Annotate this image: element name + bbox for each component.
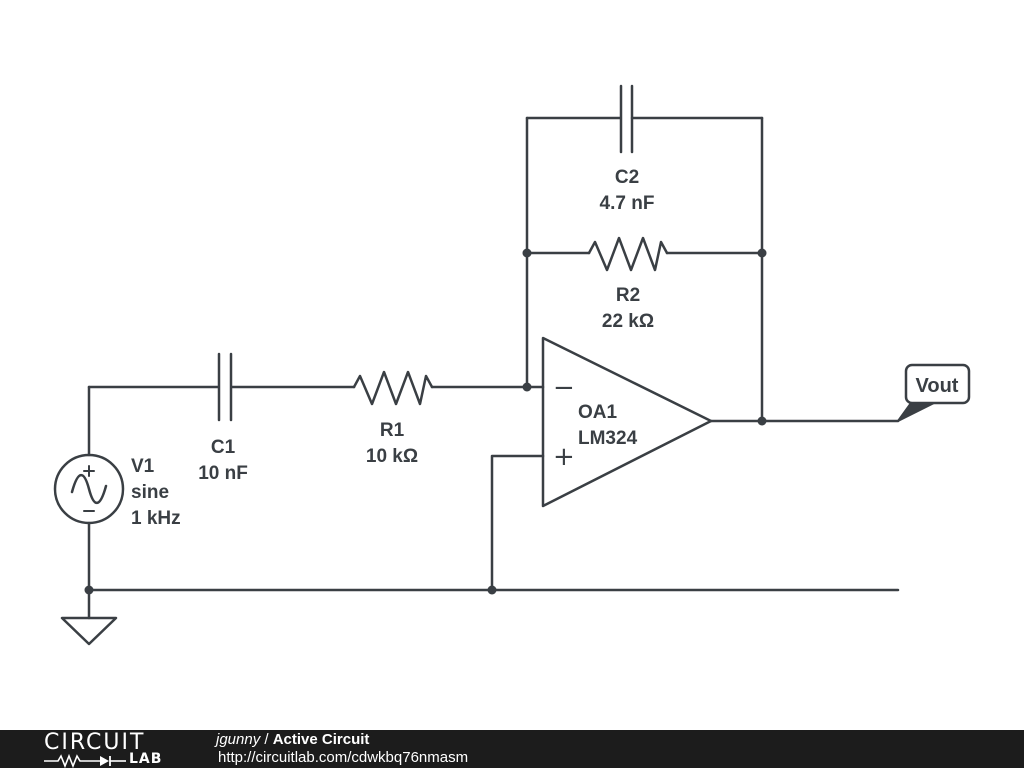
v1-value-label: 1 kHz: [131, 508, 181, 529]
footer-bar: CIRCUIT LAB jgunny / Active Circuit http…: [0, 730, 1024, 768]
probe-label-box: [904, 363, 971, 405]
logo-wordmark-bottom: LAB: [129, 751, 163, 767]
c2-name-label: C2: [615, 167, 639, 188]
c2-value-label: 4.7 nF: [600, 193, 655, 214]
voltage-source-v1[interactable]: [53, 385, 125, 592]
junction-output: [757, 416, 767, 426]
logo-wordmark-top: CIRCUIT: [44, 730, 146, 755]
circuit-credit: jgunny / Active Circuit: [216, 731, 369, 749]
r1-value-label: 10 kΩ: [366, 446, 418, 467]
r1-name-label: R1: [380, 420, 405, 441]
opamp-oa1[interactable]: [541, 336, 713, 508]
inverting-input-sign: −: [553, 373, 575, 403]
v1-name-label: V1: [131, 456, 155, 477]
probe-label: Vout: [916, 375, 959, 397]
oa1-name-label: OA1: [578, 402, 618, 423]
c1-value-label: 10 nF: [198, 463, 248, 484]
capacitor-c1[interactable]: [217, 352, 233, 422]
circuit-url-link[interactable]: http://circuitlab.com/cdwkbq76nmasm: [218, 749, 469, 766]
oa1-part-label: LM324: [578, 428, 638, 449]
junction-r2-left: [522, 248, 532, 258]
ground-symbol: [60, 588, 118, 646]
author-name[interactable]: jgunny: [216, 731, 261, 748]
resistor-r2[interactable]: [587, 236, 669, 272]
noninverting-ground-wire: [490, 454, 545, 592]
capacitor-c2[interactable]: [619, 84, 634, 154]
c1-name-label: C1: [211, 437, 236, 458]
resistor-r1[interactable]: [352, 370, 434, 406]
noninverting-input-sign: +: [553, 442, 575, 472]
junction-r2-right: [757, 248, 767, 258]
r2-name-label: R2: [616, 285, 640, 306]
circuit-schematic: V1 sine 1 kHz C1 10 nF R1 10 kΩ C2 4.7 n…: [53, 84, 971, 646]
r2-value-label: 22 kΩ: [602, 311, 654, 332]
v1-type-label: sine: [131, 482, 169, 503]
circuitlab-logo[interactable]: CIRCUIT LAB: [44, 732, 179, 768]
probe-pointer: [897, 402, 935, 422]
circuit-title[interactable]: Active Circuit: [272, 731, 370, 748]
vout-probe[interactable]: Vout: [897, 363, 971, 422]
logo-circuit-icon: [44, 754, 126, 768]
credit-separator: /: [264, 731, 269, 748]
